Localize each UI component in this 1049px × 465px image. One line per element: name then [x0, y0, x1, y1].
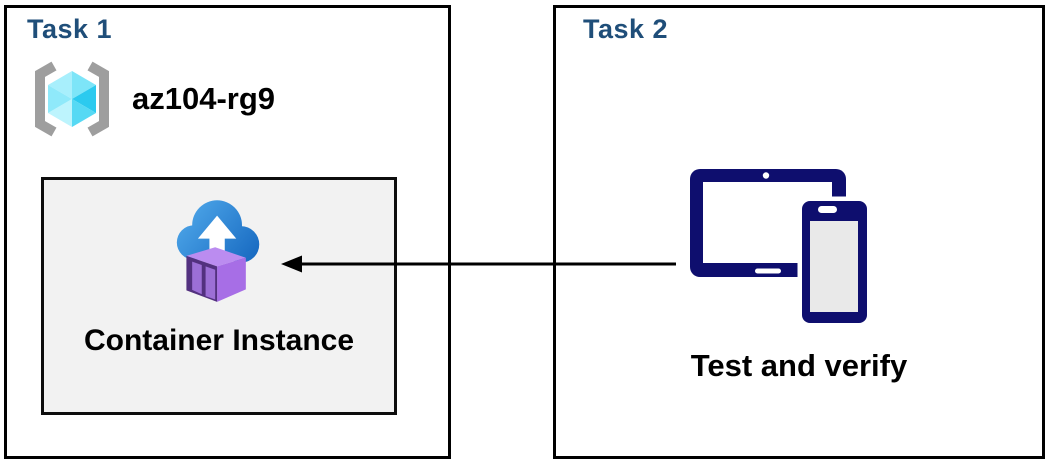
- container-instance-box: Container Instance: [41, 177, 397, 415]
- arrowhead-left: [281, 255, 302, 273]
- cube: [48, 71, 96, 127]
- container-instance-icon: [176, 200, 260, 302]
- tablet-phone-icon: [690, 169, 870, 326]
- task1-box: Task 1 az104-rg9: [4, 5, 451, 459]
- task2-title: Task 2: [583, 14, 669, 44]
- connector-arrow: [281, 255, 676, 273]
- devices-icon-wrap: [688, 166, 870, 326]
- resource-group-row: az104-rg9: [27, 57, 275, 141]
- task1-title: Task 1: [27, 14, 113, 44]
- container: [186, 247, 246, 302]
- phone-icon: [797, 196, 870, 326]
- container-instance-label: Container Instance: [83, 324, 355, 357]
- test-verify-label: Test and verify: [690, 348, 908, 383]
- task2-box: Task 2 Test and verify: [553, 5, 1045, 459]
- up-arrow: [197, 215, 237, 258]
- resource-group-icon: [35, 61, 109, 137]
- resource-group-name: az104-rg9: [132, 81, 276, 116]
